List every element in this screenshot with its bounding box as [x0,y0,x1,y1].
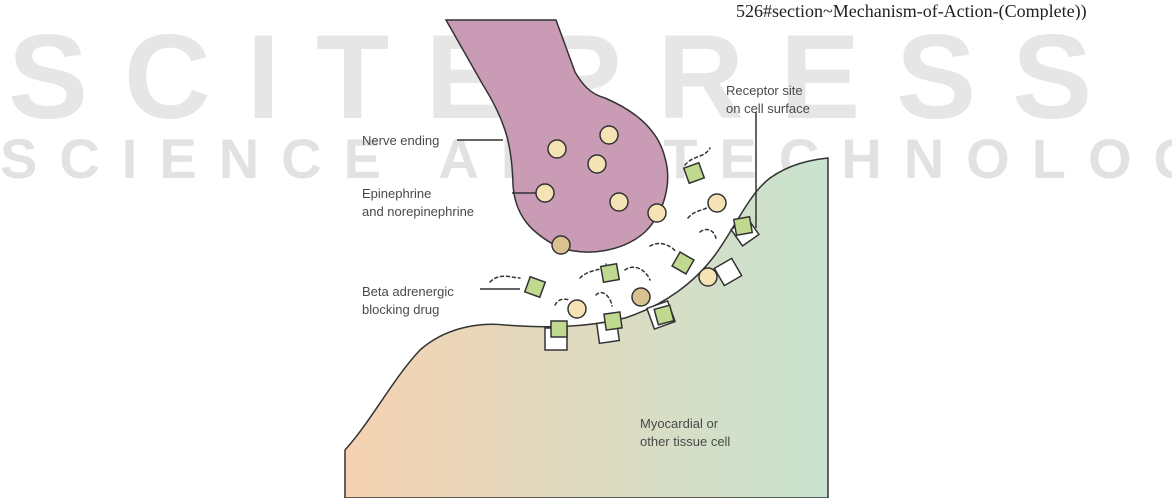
drug-molecule [525,277,546,298]
drug-molecule [601,264,620,283]
label-blocking-drug: blocking drug [362,302,439,317]
molecule [699,268,717,286]
drug-molecule [604,312,622,330]
label-receptor-site: Receptor site [726,83,803,98]
drug-molecule [672,252,694,274]
label-beta-adrenergic: Beta adrenergic [362,284,454,299]
drug-molecule [654,305,674,325]
label-epinephrine: Epinephrine [362,186,431,201]
molecule [632,288,650,306]
label-tissue-cell: other tissue cell [640,434,730,449]
nerve-ending [446,20,668,252]
molecule [708,194,726,212]
molecule [648,204,666,222]
label-norepinephrine: and norepinephrine [362,204,474,219]
molecule [548,140,566,158]
molecule [588,155,606,173]
drug-molecule [734,217,753,236]
label-cell-surface: on cell surface [726,101,810,116]
label-myocardial: Myocardial or [640,416,719,431]
drug-molecule [684,163,705,184]
molecule [536,184,554,202]
label-nerve-ending: Nerve ending [362,133,439,148]
drug-molecule [551,321,567,337]
molecule [610,193,628,211]
molecule [568,300,586,318]
molecule [552,236,570,254]
molecule [600,126,618,144]
